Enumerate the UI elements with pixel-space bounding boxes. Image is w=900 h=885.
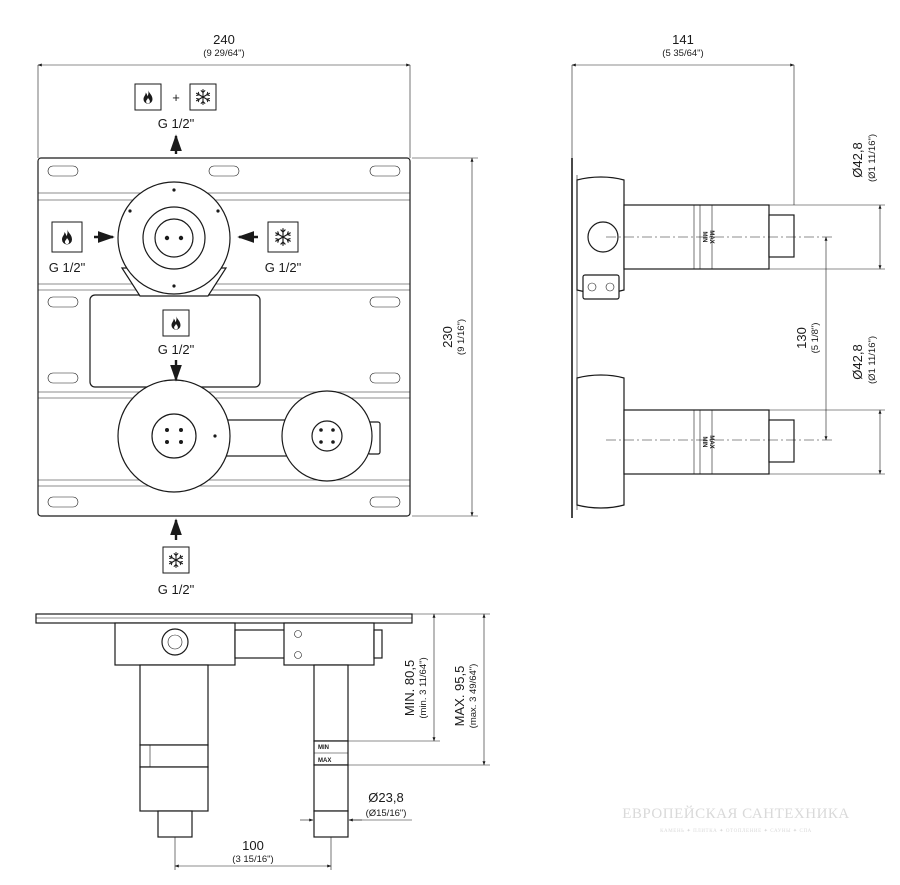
top-right-stem (313, 664, 349, 742)
pipe-diameter-value: Ø23,8 (368, 790, 403, 805)
center-connection: G 1/2" (158, 309, 195, 382)
right-thread-label: G 1/2" (265, 260, 302, 275)
side-lower-diameter-value: Ø42,8 (850, 344, 865, 379)
top-min-label: MIN (318, 745, 329, 751)
mounting-slots (47, 165, 401, 508)
bottom-thread-label: G 1/2" (158, 582, 195, 597)
plus-sign: + (172, 90, 180, 105)
depth-dim-value: 141 (672, 32, 694, 47)
max-depth-imperial: (max. 3 49/64") (468, 664, 479, 729)
top-thread-label: G 1/2" (158, 116, 195, 131)
side-upper-diameter-imperial: (Ø1 11/16") (867, 134, 878, 182)
watermark-title: ЕВРОПЕЙСКАЯ САНТЕХНИКА (622, 805, 850, 822)
side-spacing-value: 130 (794, 327, 809, 349)
width-dim-imperial: (9 29/64") (203, 48, 244, 59)
side-lower-diameter-imperial: (Ø1 11/16") (867, 336, 878, 384)
watermark: ЕВРОПЕЙСКАЯ САНТЕХНИКА КАМЕНЬ ✦ ПЛИТКА ✦… (622, 805, 850, 834)
snowflake-icon (168, 551, 184, 569)
height-dim-value: 230 (440, 326, 455, 348)
flame-icon (143, 89, 153, 104)
side-upper-diameter-value: Ø42,8 (850, 142, 865, 177)
width-dim-value: 240 (213, 32, 235, 47)
top-max-label: MAX (318, 758, 331, 764)
left-connection: G 1/2" (49, 221, 115, 275)
front-view: 240 (9 29/64") 230 (9 1/16") (37, 32, 478, 597)
upper-valve-body (117, 181, 231, 297)
side-spacing-imperial: (5 1/8") (810, 323, 821, 354)
right-connection: G 1/2" (237, 221, 302, 275)
bottom-connection: G 1/2" (158, 518, 195, 597)
bottom-spacing-imperial: (3 15/16") (232, 854, 273, 865)
bottom-spacing-value: 100 (242, 838, 264, 853)
depth-dim-imperial: (5 35/64") (662, 48, 703, 59)
top-plate-edge (35, 613, 413, 624)
side-view: 141 (5 35/64") MIN MAX MIN (571, 32, 885, 518)
top-view: MIN MAX MIN. 80,5 (min. 3 11/64") MAX. 9… (35, 613, 490, 870)
center-thread-label: G 1/2" (158, 342, 195, 357)
height-dim-imperial: (9 1/16") (456, 319, 467, 355)
side-lower-body: MIN MAX (576, 374, 795, 509)
min-depth-value: MIN. 80,5 (402, 660, 417, 716)
top-left-stem (139, 664, 209, 746)
left-thread-label: G 1/2" (49, 260, 86, 275)
side-upper-body: MIN MAX (576, 176, 795, 300)
pipe-diameter-imperial: (Ø15/16") (366, 808, 407, 819)
watermark-subtitle: КАМЕНЬ ✦ ПЛИТКА ✦ ОТОПЛЕНИЕ ✦ САУНЫ ✦ СП… (660, 828, 812, 834)
snowflake-icon (195, 88, 211, 106)
top-right-body (283, 622, 375, 666)
side-lower-max-label: MAX (708, 435, 714, 448)
top-connection: + G 1/2" (134, 83, 217, 154)
side-lower-min-label: MIN (701, 437, 707, 448)
min-depth-imperial: (min. 3 11/64") (418, 657, 429, 718)
lower-valve-body (117, 379, 381, 493)
max-depth-value: MAX. 95,5 (452, 666, 467, 727)
